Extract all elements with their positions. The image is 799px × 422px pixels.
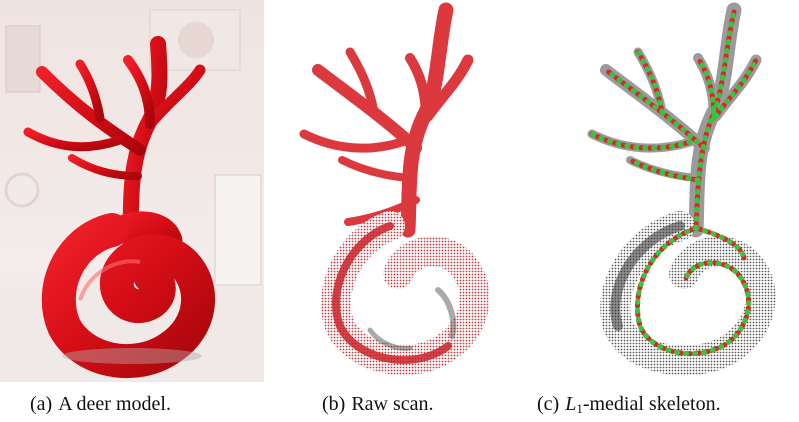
caption-b-text: Raw scan. xyxy=(351,393,434,415)
medial-skeleton-image xyxy=(530,0,799,382)
caption-c: (c)L1-medial skeleton. xyxy=(537,393,721,417)
caption-b: (b)Raw scan. xyxy=(322,393,434,416)
caption-b-label: (b) xyxy=(322,393,346,415)
raw-scan-point-cloud-image xyxy=(270,0,525,382)
caption-a-label: (a) xyxy=(30,393,53,415)
panel-b-raw-scan xyxy=(270,0,525,382)
caption-a: (a)A deer model. xyxy=(30,393,171,416)
caption-c-label: (c) xyxy=(537,393,560,415)
panel-c-medial-skeleton xyxy=(530,0,799,382)
deer-photo-image xyxy=(0,0,264,382)
caption-c-text: -medial skeleton. xyxy=(582,393,721,415)
caption-c-math-subscript: 1 xyxy=(576,401,583,416)
caption-a-text: A deer model. xyxy=(58,393,171,415)
panel-a-deer-photo xyxy=(0,0,264,382)
caption-c-math-symbol: L xyxy=(565,393,577,415)
